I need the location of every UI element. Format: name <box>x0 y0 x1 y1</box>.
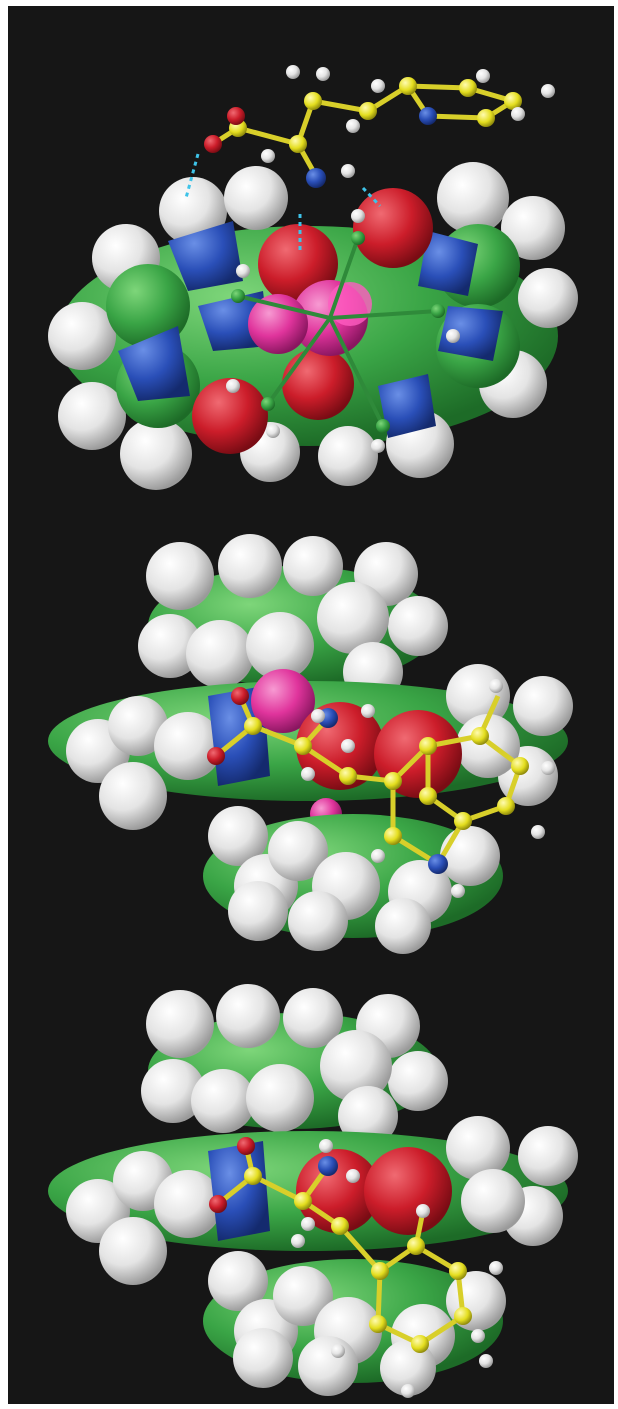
panel-bottom-model <box>48 984 578 1398</box>
bottom-amino-acid <box>209 1137 503 1398</box>
coordination-atoms <box>226 209 460 453</box>
central-complex-bottom <box>48 1116 578 1285</box>
space-filling-complex <box>48 162 578 490</box>
coordination-sticks <box>237 237 439 427</box>
molecular-scene <box>48 65 578 1398</box>
upper-ligand-stack-bottom <box>141 984 448 1146</box>
panel-top-model <box>48 65 578 490</box>
panel-middle-model <box>48 534 573 954</box>
amino-acid-ligand <box>204 65 555 188</box>
hydrogen-bonds <box>184 153 382 254</box>
middle-amino-acid <box>207 679 555 898</box>
molecular-model-figure <box>8 6 614 1404</box>
central-complex <box>48 664 573 830</box>
upper-ligand-stack <box>138 534 448 702</box>
lower-ligand-stack <box>203 806 503 954</box>
lower-ligand-stack-bottom <box>203 1251 506 1396</box>
